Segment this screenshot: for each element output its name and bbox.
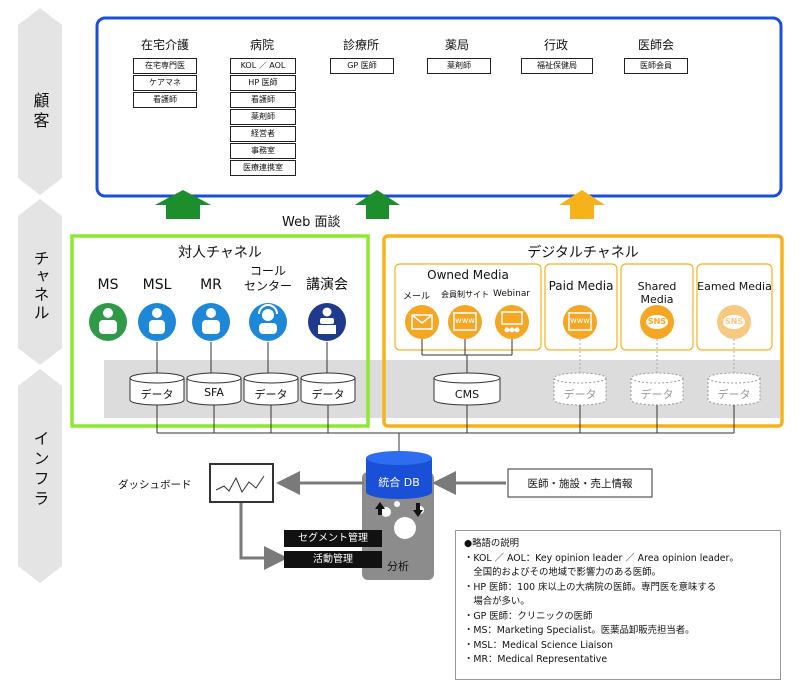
bus-lines	[156, 405, 735, 452]
headset-operator-icon	[249, 303, 287, 341]
customer-item: 福祉保健局	[521, 58, 593, 74]
db-label: SFA	[204, 386, 224, 399]
customer-item: 看護師	[230, 92, 296, 108]
dashboard-chart-icon	[215, 475, 265, 494]
sidebar-label-customer: 顧客	[30, 92, 50, 132]
info-box	[507, 468, 653, 498]
customer-title-ishikai: 医師会	[637, 38, 674, 52]
customer-item: 薬剤師	[230, 109, 296, 125]
customer-title-shinryojo: 診療所	[342, 38, 379, 52]
customer-item: 医師会員	[624, 58, 688, 74]
gear-icon	[381, 501, 424, 539]
shared-media-title: Shared Media	[637, 280, 677, 306]
digital-channel-box	[382, 234, 784, 428]
role-icons	[89, 303, 346, 341]
db-cylinders	[129, 372, 501, 406]
media-icons	[405, 305, 751, 339]
cms-label: CMS	[454, 388, 480, 401]
sidebar-chevron-channel	[18, 199, 62, 365]
db-label: データ	[563, 388, 597, 401]
arrow-up-personal-icon	[155, 190, 211, 219]
arrow-up-small-icon	[375, 502, 385, 515]
customer-item: KOL ／ AOL	[230, 58, 296, 74]
legend-line: ・MS：Marketing Specialist。医薬品卸販売担当者。	[464, 625, 695, 636]
db-label: データ	[140, 388, 174, 401]
arrow-down-small-icon	[413, 503, 423, 517]
sns-icon-text: SNS	[647, 317, 667, 326]
legend-line: ・MSL：Medical Science Liaison	[464, 639, 613, 651]
customer-title-byoin: 病院	[249, 38, 274, 52]
dashboard-label: ダッシュボード	[118, 479, 192, 491]
sidebar-chevron-infra	[18, 369, 62, 583]
analysis-label: 分析	[387, 560, 409, 573]
customer-item: 医療連携室	[230, 160, 296, 176]
dashboard-monitor-icon	[209, 463, 274, 503]
legend-line: ・KOL ／ AOL：Key opinion leader ／ Area opi…	[464, 552, 739, 564]
legend-line: ・MR：Medical Representative	[464, 654, 608, 665]
db-label: データ	[311, 388, 345, 401]
sidebar-label-channel: チャネル	[30, 250, 50, 322]
owned-connectors	[421, 339, 735, 373]
role-label-call-center: コール センター	[243, 264, 292, 293]
db-label: データ	[640, 388, 674, 401]
role-label-ms: MS	[97, 277, 119, 293]
owned-item-member-site: 会員制サイト	[441, 290, 489, 299]
digital-channel-title: デジタルチャネル	[527, 245, 639, 261]
customer-item: GP 医師	[330, 58, 394, 74]
customer-item: 看護師	[133, 92, 197, 108]
customer-title-zaitaku: 在宅介護	[140, 38, 189, 52]
www-icon-text: www	[455, 316, 475, 325]
arrow-up-web-icon	[355, 190, 400, 219]
legend-line: 場合が多い。	[464, 596, 530, 607]
legend-line: ・GP 医師：クリニックの医師	[464, 610, 593, 622]
customer-title-yakkyoku: 薬局	[444, 38, 469, 52]
personal-channel-title: 対人チャネル	[178, 245, 262, 261]
sidebar-chevron-customer	[18, 8, 62, 195]
customer-item: 薬剤師	[427, 58, 491, 74]
db-label: データ	[254, 388, 288, 401]
customer-item: 在宅専門医	[133, 58, 197, 74]
earned-media-title: Eamed Media	[697, 280, 772, 293]
customer-title-gyosei: 行政	[543, 38, 568, 52]
www-icon-text: www	[570, 316, 590, 325]
mail-icon	[405, 305, 439, 339]
paid-media-title: Paid Media	[548, 279, 614, 293]
legend-title: ●略語の説明	[464, 538, 520, 549]
info-label: 医師・施設・売上情報	[527, 478, 633, 490]
db-cylinders-dashed	[553, 372, 761, 406]
personal-channel-box	[70, 234, 370, 428]
sns-icon-text: SNS	[724, 317, 744, 326]
customer-item: ケアマネ	[133, 75, 197, 91]
customer-item: HP 医師	[230, 75, 296, 91]
role-label-msl: MSL	[142, 277, 172, 293]
integrated-db-icon	[366, 451, 432, 499]
customer-item: 経営者	[230, 126, 296, 142]
web-meeting-label: Web 面談	[282, 215, 341, 230]
legend-line: ・HP 医師：100 床以上の大病院の医師。専門医を意味する	[464, 581, 717, 593]
arrow-up-digital-icon	[559, 190, 605, 219]
sidebar-label-infra: インフラ	[30, 430, 50, 510]
owned-item-webinar: Webinar	[493, 289, 531, 299]
owned-media-title: Owned Media	[427, 268, 509, 282]
owned-item-mail: メール	[403, 292, 431, 302]
legend-box: ●略語の説明 ・KOL ／ AOL：Key opinion leader ／ A…	[455, 530, 781, 680]
legend-line: 全国的およびその地域で影響力のある医師。	[464, 567, 661, 578]
activity-label: 活動管理	[284, 551, 382, 568]
segment-label: セグメント管理	[284, 530, 382, 547]
role-label-lecture: 講演会	[306, 277, 348, 293]
customer-item: 事務室	[230, 143, 296, 159]
dashboard-to-segment-arrow	[239, 502, 288, 570]
role-label-mr: MR	[200, 277, 222, 293]
integrated-db-label: 統合 DB	[378, 476, 420, 489]
webinar-icon	[495, 305, 529, 339]
role-connectors	[156, 342, 328, 373]
db-label: データ	[717, 388, 751, 401]
